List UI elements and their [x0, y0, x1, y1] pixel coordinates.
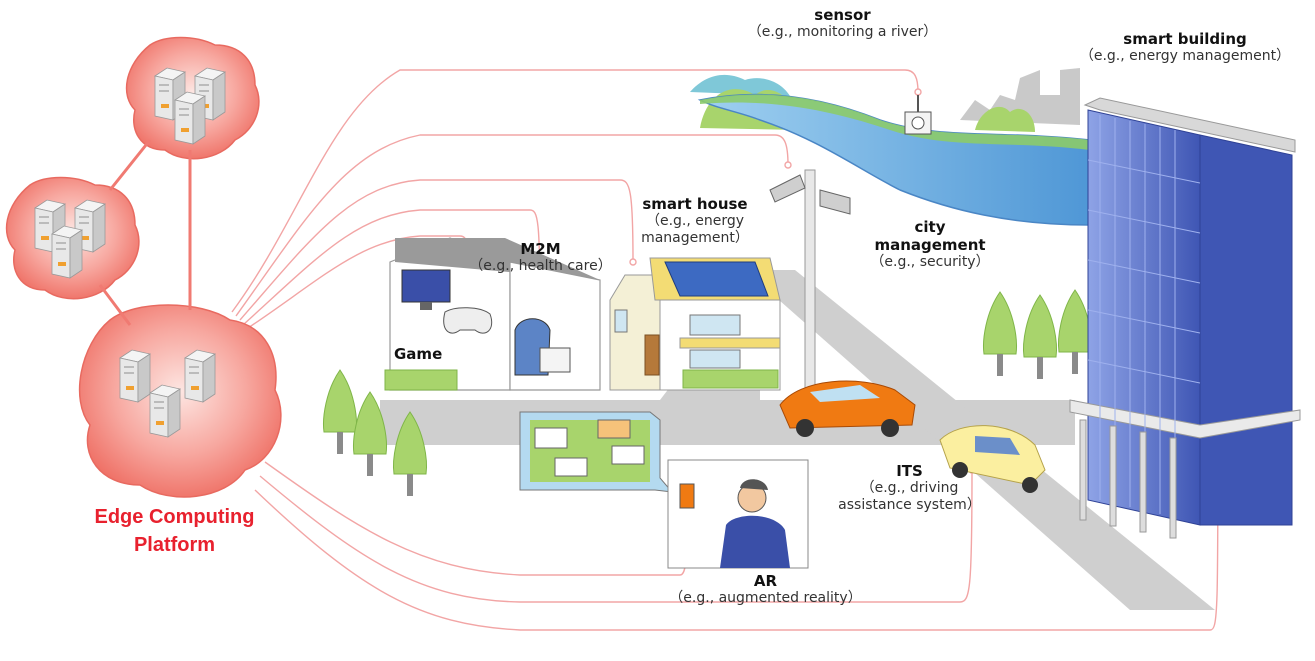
sensor-label: sensor （e.g., monitoring a river） [735, 6, 950, 41]
city-management-label: city management （e.g., security） [855, 218, 1005, 271]
game-m2m-house [384, 237, 601, 391]
cloud-links [98, 139, 192, 326]
edge-computing-platform-label: Edge Computing Platform [52, 503, 297, 559]
smart-building-title: smart building [1123, 30, 1247, 48]
its-example-1: （e.g., driving [860, 480, 959, 496]
game-label: Game [394, 345, 443, 363]
ar-example: （e.g., augmented reality） [669, 590, 862, 606]
server-cloud-main [78, 304, 282, 498]
orange-car [779, 380, 916, 437]
city-title-2: management [874, 236, 986, 254]
security-camera-pole [769, 169, 851, 391]
smart-house-label: smart house （e.g., energy management） [620, 195, 770, 247]
m2m-label: M2M （e.g., health care） [458, 240, 623, 275]
sensor-example: （e.g., monitoring a river） [747, 24, 938, 40]
smart-building-example: （e.g., energy management） [1079, 48, 1291, 64]
city-example: （e.g., security） [870, 254, 990, 270]
m2m-title: M2M [520, 240, 561, 258]
its-example-2: assistance system） [838, 497, 981, 513]
smart-house [609, 257, 781, 391]
city-title-1: city [914, 218, 946, 236]
server-cloud-top [125, 36, 260, 160]
smart-house-title: smart house [642, 195, 748, 213]
ar-scene [519, 411, 809, 569]
platform-label-line1: Edge Computing [94, 506, 255, 528]
smart-house-example-2: management） [641, 230, 749, 246]
yellow-car [939, 425, 1046, 493]
ar-title: AR [753, 572, 778, 590]
sensor-title: sensor [814, 6, 871, 24]
smart-house-example-1: （e.g., energy [645, 213, 745, 229]
its-label: ITS （e.g., driving assistance system） [832, 462, 987, 514]
its-title: ITS [896, 462, 923, 480]
river-sensor [904, 95, 932, 135]
m2m-example: （e.g., health care） [469, 258, 612, 274]
server-cloud-middle [5, 176, 140, 300]
platform-label-line2: Platform [133, 534, 216, 556]
smart-building [1069, 97, 1301, 539]
smart-building-label: smart building （e.g., energy management） [1060, 30, 1310, 65]
ar-label: AR （e.g., augmented reality） [648, 572, 883, 607]
